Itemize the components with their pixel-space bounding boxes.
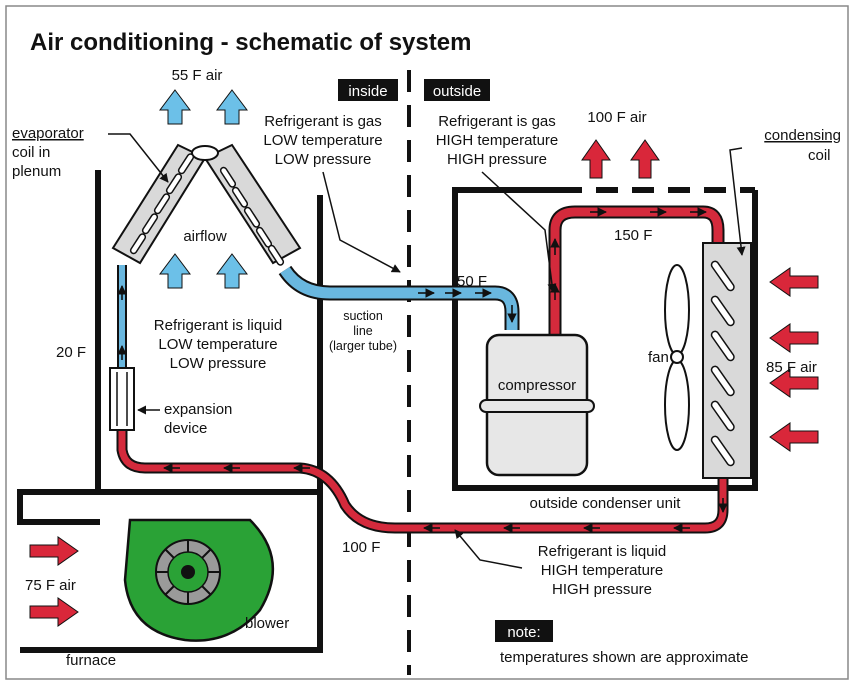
inside-tag (338, 79, 398, 101)
diagram-title: Air conditioning - schematic of system (30, 29, 471, 56)
suction-line (280, 266, 518, 330)
suction-line2: line (353, 324, 373, 338)
condenser-unit-label: outside condenser unit (530, 495, 682, 512)
gas-low-line3: LOW pressure (275, 151, 372, 168)
temp-20f: 20 F (56, 344, 86, 361)
evaporator-label-2: coil in (12, 144, 50, 161)
warm-air-arrows (29, 139, 819, 627)
suction-line1: suction (343, 309, 383, 323)
expansion-line2: device (164, 420, 207, 437)
liquid-line (118, 430, 727, 532)
exhaust-air-label: 100 F air (587, 109, 646, 126)
outside-label: outside (433, 83, 481, 100)
note-text: temperatures shown are approximate (500, 649, 748, 666)
furnace-label: furnace (66, 652, 116, 669)
blower (123, 518, 275, 642)
liquid-low-line1: Refrigerant is liquid (154, 317, 282, 334)
fan-label: fan (648, 349, 669, 366)
expansion-device (109, 367, 135, 431)
condensing-label-1: condensing (764, 127, 841, 144)
compressor-label: compressor (498, 377, 576, 394)
inside-label: inside (348, 83, 387, 100)
evaporator-coil (111, 143, 302, 266)
liquid-high-line1: Refrigerant is liquid (538, 543, 666, 560)
evaporator-label-1: evaporator (12, 125, 84, 142)
outdoor-air-label: 85 F air (766, 359, 817, 376)
note-tag (495, 620, 553, 642)
leader-lines (108, 133, 746, 569)
condensing-coil (702, 242, 752, 479)
liquid-low-line3: LOW pressure (170, 355, 267, 372)
expansion-line1: expansion (164, 401, 232, 418)
temp-150f: 150 F (614, 227, 652, 244)
liquid-high-line2: HIGH temperature (541, 562, 664, 579)
cool-air-arrows (159, 89, 248, 289)
compressor (479, 333, 595, 477)
outside-tag (424, 79, 490, 101)
gas-low-line1: Refrigerant is gas (264, 113, 382, 130)
liquid-low-line2: LOW temperature (158, 336, 277, 353)
condensing-label-2: coil (808, 147, 831, 164)
note-tag-label: note: (507, 624, 540, 641)
indoor-air-label: 75 F air (25, 577, 76, 594)
airflow-label: airflow (183, 228, 227, 245)
gas-high-line1: Refrigerant is gas (438, 113, 556, 130)
gas-high-line3: HIGH pressure (447, 151, 547, 168)
blower-label: blower (245, 615, 289, 632)
liquid-high-line3: HIGH pressure (552, 581, 652, 598)
condenser-box (452, 190, 758, 491)
hot-gas-line (550, 207, 723, 335)
temp-100f: 100 F (342, 539, 380, 556)
supply-air-label: 55 F air (172, 67, 223, 84)
temp-50f: 50 F (457, 273, 487, 290)
gas-low-line2: LOW temperature (263, 132, 382, 149)
plenum-wall-left (17, 170, 101, 525)
gas-high-line2: HIGH temperature (436, 132, 559, 149)
evaporator-label-3: plenum (12, 163, 61, 180)
furnace-base (20, 490, 323, 653)
fan (664, 264, 690, 451)
suction-line3: (larger tube) (329, 339, 397, 353)
